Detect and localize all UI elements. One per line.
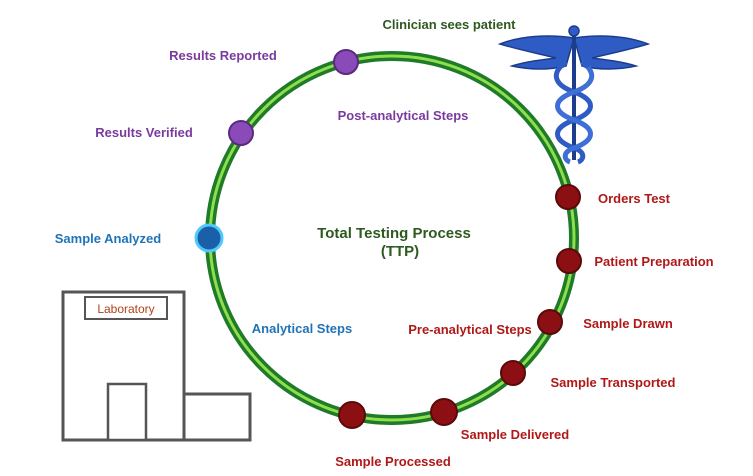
phase-label-pre: Pre-analytical Steps [408,322,532,337]
node-orders-test [555,184,581,210]
step-label-patient-preparation: Patient Preparation [594,254,713,269]
clinician-label: Clinician sees patient [383,17,517,32]
step-label-orders-test: Orders Test [598,191,671,206]
step-label-results-verified: Results Verified [95,125,193,140]
step-labels: Results Reported Results Verified Sample… [55,48,714,469]
phase-label-post: Post-analytical Steps [338,108,469,123]
laboratory-building: Laboratory [61,290,252,442]
node-sample-delivered [430,398,458,426]
laboratory-sign [84,296,168,320]
center-subtitle: (TTP) [381,243,419,260]
node-patient-preparation [556,248,582,274]
node-results-verified [228,120,254,146]
step-label-sample-transported: Sample Transported [551,375,676,390]
step-label-sample-processed: Sample Processed [335,454,451,469]
laboratory-door [106,382,148,442]
laboratory-sign-text: Laboratory [97,302,154,316]
phase-label-analytical: Analytical Steps [252,321,352,336]
step-label-sample-drawn: Sample Drawn [583,316,673,331]
node-sample-transported [500,360,526,386]
node-sample-processed [338,401,366,429]
center-title: Total Testing Process [317,225,471,242]
caduceus-icon [497,25,651,165]
step-nodes [194,49,582,429]
step-label-results-reported: Results Reported [169,48,277,63]
node-sample-analyzed [194,223,224,253]
step-label-sample-delivered: Sample Delivered [461,427,569,442]
step-label-sample-analyzed: Sample Analyzed [55,231,162,246]
node-sample-drawn [537,309,563,335]
node-results-reported [333,49,359,75]
